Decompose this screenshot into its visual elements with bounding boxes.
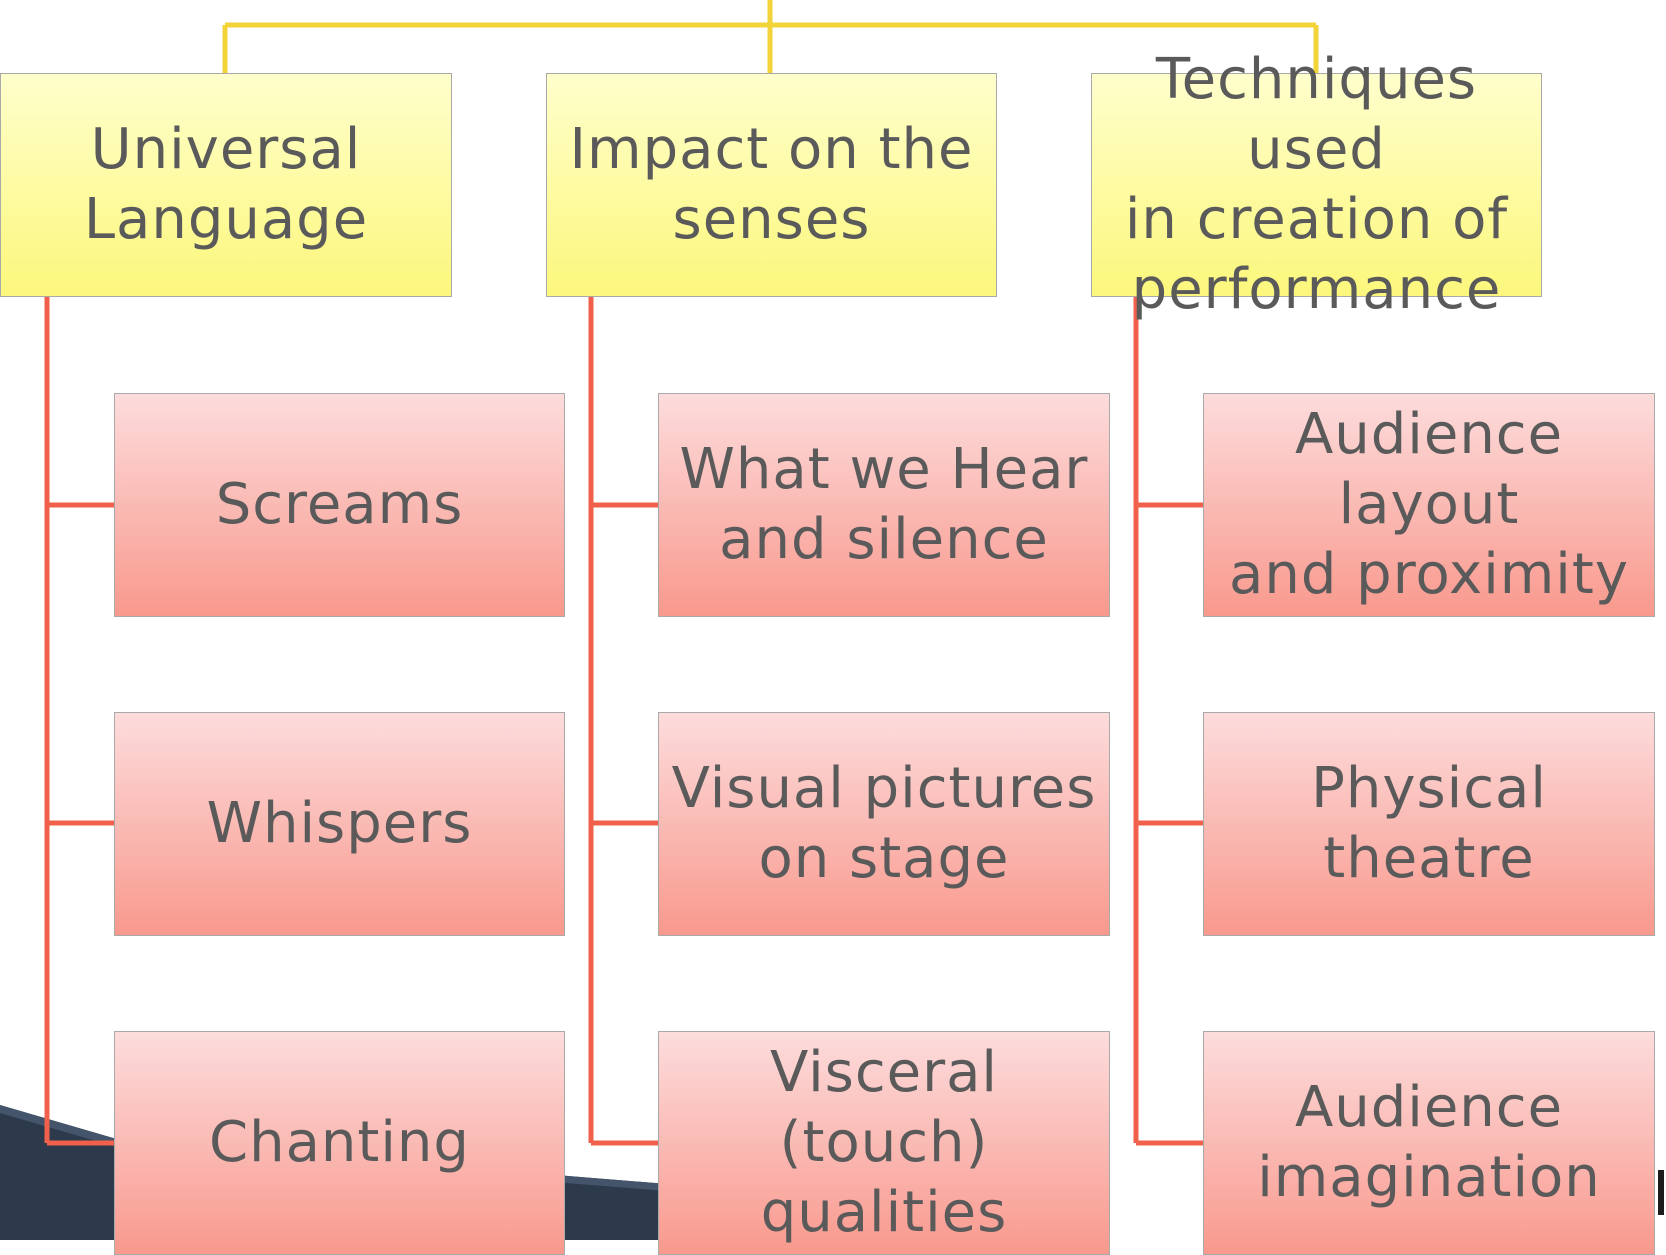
node-label: Impact on the senses bbox=[569, 117, 974, 252]
node-label: Audience layout and proximity bbox=[1229, 402, 1629, 607]
branch-connectors bbox=[44, 297, 1203, 1146]
top-connector bbox=[222, 0, 1319, 73]
node-visual-pictures: Visual pictures on stage bbox=[658, 712, 1110, 936]
node-label: Whispers bbox=[206, 791, 473, 856]
node-label: Physical theatre bbox=[1311, 756, 1547, 891]
node-visceral-qualities: Visceral (touch) qualities bbox=[658, 1031, 1110, 1255]
node-physical-theatre: Physical theatre bbox=[1203, 712, 1655, 936]
node-audience-imagination: Audience imagination bbox=[1203, 1031, 1655, 1255]
node-label: What we Hear and silence bbox=[679, 437, 1089, 572]
node-label: Visceral (touch) qualities bbox=[760, 1040, 1008, 1245]
node-label: Screams bbox=[215, 472, 464, 537]
node-whispers: Whispers bbox=[114, 712, 565, 936]
node-audience-layout: Audience layout and proximity bbox=[1203, 393, 1655, 617]
node-what-we-hear: What we Hear and silence bbox=[658, 393, 1110, 617]
node-impact-on-the-senses: Impact on the senses bbox=[546, 73, 997, 297]
node-screams: Screams bbox=[114, 393, 565, 617]
node-universal-language: Universal Language bbox=[0, 73, 452, 297]
node-chanting: Chanting bbox=[114, 1031, 565, 1255]
node-label: Universal Language bbox=[83, 117, 369, 252]
backdrop-edge-mark bbox=[1658, 1170, 1664, 1215]
node-label: Visual pictures on stage bbox=[671, 756, 1097, 891]
node-techniques: Techniques used in creation of performan… bbox=[1091, 47, 1542, 322]
node-label: Techniques used in creation of performan… bbox=[1124, 47, 1509, 322]
node-label: Chanting bbox=[209, 1110, 470, 1175]
node-label: Audience imagination bbox=[1257, 1075, 1601, 1210]
